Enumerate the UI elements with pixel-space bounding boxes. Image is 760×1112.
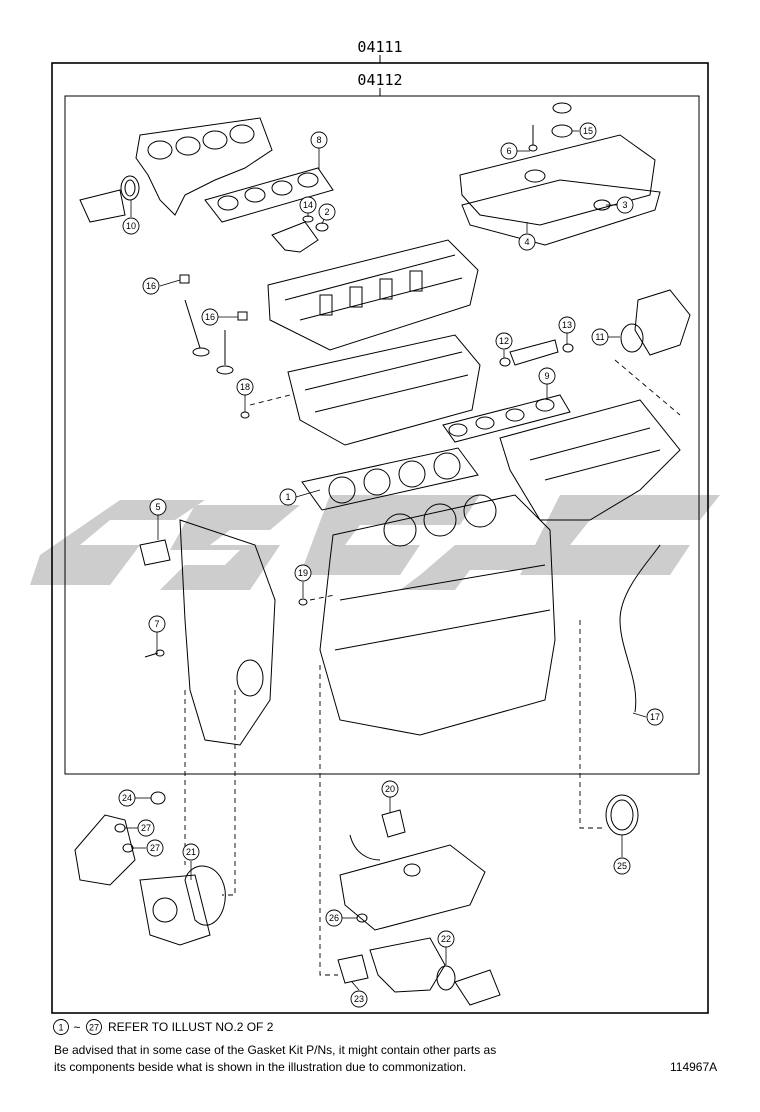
callout-18: 18 xyxy=(240,382,250,392)
callout-bubbles xyxy=(118,122,664,1008)
intake-gasket xyxy=(442,394,571,443)
valve-1 xyxy=(184,299,201,349)
callout-2: 2 xyxy=(324,207,329,217)
callout-24: 24 xyxy=(122,793,132,803)
water-outlet xyxy=(369,937,446,993)
callout-labels: 1 2 3 4 5 6 7 8 9 10 11 12 13 14 15 16 1… xyxy=(122,126,660,1004)
callout-14: 14 xyxy=(303,200,313,210)
range-separator: ~ xyxy=(73,1021,80,1035)
callout-22: 22 xyxy=(441,934,451,944)
callout-17: 17 xyxy=(650,712,660,722)
watermark-logo xyxy=(30,495,720,590)
callout-16b: 16 xyxy=(205,312,215,322)
callout-1: 1 xyxy=(285,492,290,502)
advisory-line-1: Be advised that in some case of the Gask… xyxy=(54,1043,497,1057)
throttle-body xyxy=(634,289,691,356)
range-start: 1 xyxy=(58,1023,63,1033)
gasket-21 xyxy=(184,865,226,926)
callout-16a: 16 xyxy=(146,281,156,291)
callout-15: 15 xyxy=(583,126,593,136)
assembly-code-inner: 04112 xyxy=(357,71,402,89)
callout-26: 26 xyxy=(329,913,339,923)
callout-3: 3 xyxy=(622,200,627,210)
oil-pan xyxy=(339,844,486,931)
gasket-11 xyxy=(620,323,644,353)
oil-filler-cap xyxy=(551,124,573,138)
oil-seal-24 xyxy=(150,791,166,805)
dashed-leaders xyxy=(184,359,681,976)
exhaust-gasket xyxy=(204,167,334,223)
part-drawings xyxy=(74,102,691,1006)
callout-4: 4 xyxy=(524,237,529,247)
cover-gasket xyxy=(461,179,661,246)
timing-cover xyxy=(179,519,276,746)
exhaust-manifold xyxy=(135,117,273,216)
assembly-code-outer: 04111 xyxy=(357,38,402,56)
refer-note: REFER TO ILLUST NO.2 OF 2 xyxy=(108,1020,274,1034)
callout-6: 6 xyxy=(506,146,511,156)
callout-19: 19 xyxy=(298,568,308,578)
callout-13: 13 xyxy=(562,320,572,330)
callout-21: 21 xyxy=(186,847,196,857)
gasket-5 xyxy=(139,539,171,566)
callout-9: 9 xyxy=(544,371,549,381)
callout-5: 5 xyxy=(155,502,160,512)
intake-manifold xyxy=(499,399,681,521)
callout-8: 8 xyxy=(316,135,321,145)
illustration-id: 114967A xyxy=(670,1060,718,1074)
callout-20: 20 xyxy=(385,784,395,794)
callout-25: 25 xyxy=(617,861,627,871)
camshaft-housing xyxy=(267,239,479,351)
oil-dipstick xyxy=(619,544,661,713)
cylinder-block xyxy=(319,494,556,736)
inner-frame xyxy=(64,95,700,775)
water-inlet xyxy=(74,814,136,886)
callout-10: 10 xyxy=(126,221,136,231)
callout-27a: 27 xyxy=(141,823,151,833)
head-gasket xyxy=(301,447,479,511)
cylinder-head xyxy=(287,334,481,446)
advisory-line-2: its components beside what is shown in t… xyxy=(54,1060,467,1074)
note-range: 1 ~ 27 xyxy=(53,1019,102,1035)
ring-10 xyxy=(120,175,140,201)
callout-27b: 27 xyxy=(150,843,160,853)
range-end: 27 xyxy=(89,1023,99,1033)
water-pump xyxy=(139,874,211,946)
callout-12: 12 xyxy=(499,336,509,346)
head-cover xyxy=(459,134,656,226)
callout-7: 7 xyxy=(154,619,159,629)
callout-23: 23 xyxy=(354,994,364,1004)
callout-11: 11 xyxy=(595,332,604,342)
callout-leaders xyxy=(125,130,647,991)
